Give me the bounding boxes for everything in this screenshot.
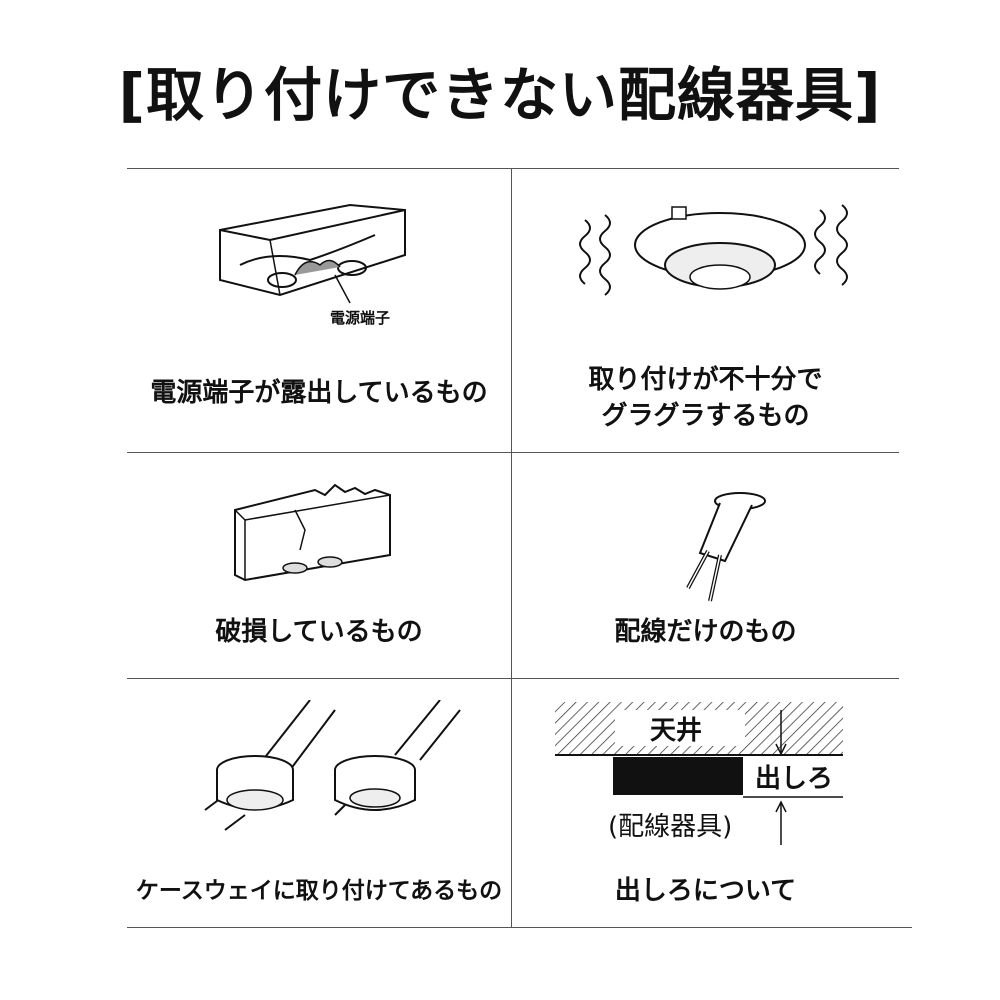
grid-top-line — [127, 168, 899, 169]
exposed-terminal-box-illustration — [219, 203, 406, 304]
grid-row2-line — [127, 678, 899, 679]
caseway-illustration — [204, 700, 461, 831]
grid-center-divider — [511, 168, 512, 927]
caption-margin: 出しろについて — [614, 876, 797, 906]
terminal-label: 電源端子 — [330, 309, 391, 327]
caption-caseway: ケースウェイに取り付けてあるもの — [135, 878, 503, 904]
caption-broken: 破損しているもの — [215, 617, 423, 647]
ceiling-margin-diagram — [555, 702, 843, 845]
ceiling-label: 天井 — [650, 716, 703, 746]
grid-row1-line — [127, 452, 899, 453]
broken-box-illustration — [234, 483, 391, 582]
caption-exposed-terminal: 電源端子が露出しているもの — [150, 378, 488, 408]
margin-label: 出しろ — [755, 764, 834, 794]
wobbly-fixture-illustration — [579, 204, 848, 296]
grid-bottom-line — [127, 927, 912, 928]
fixture-label: (配線器具) — [608, 812, 733, 842]
caption-wires-only: 配線だけのもの — [614, 617, 797, 647]
caption-wobbly-line2: グラグラするもの — [601, 401, 810, 431]
wires-only-illustration — [686, 492, 766, 602]
page-title: [取り付けできない配線器具] — [118, 61, 882, 129]
caption-wobbly-line1: 取り付けが不十分で — [588, 365, 823, 395]
